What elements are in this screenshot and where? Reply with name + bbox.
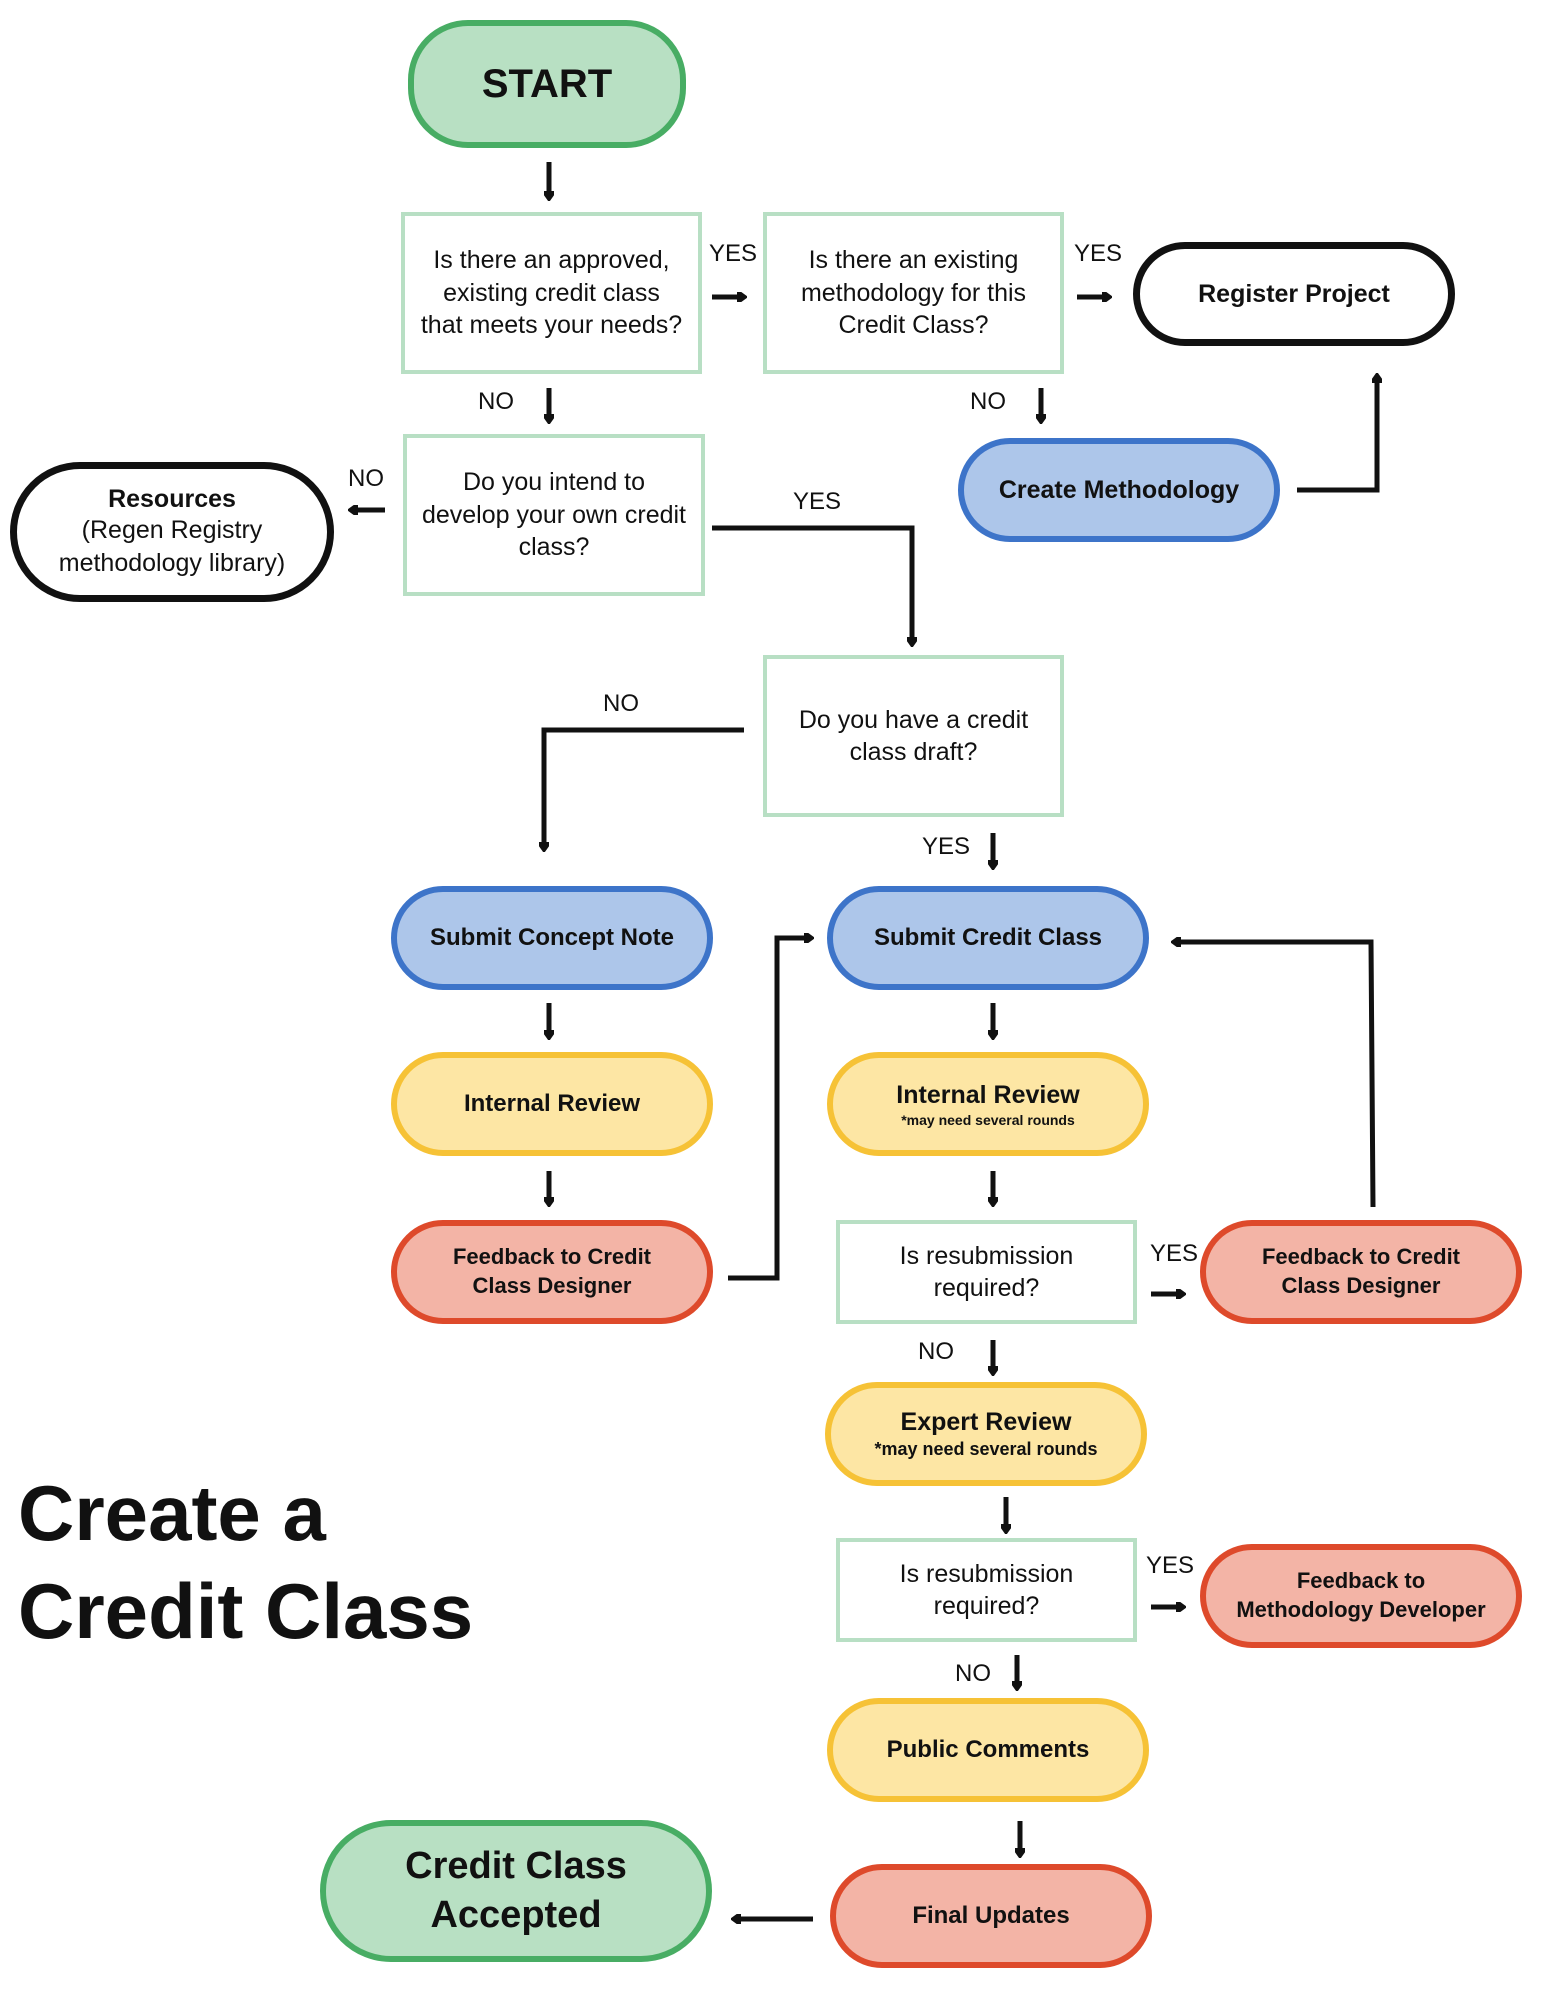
submit-concept-note-node: Submit Concept Note <box>391 886 713 990</box>
label-no-methodology: NO <box>970 388 1006 415</box>
feedback-methodology-node: Feedback to Methodology Developer <box>1200 1544 1522 1648</box>
label-no-resubmit-1: NO <box>918 1338 954 1365</box>
label-no-resubmit-2: NO <box>955 1660 991 1687</box>
label-yes-draft: YES <box>922 833 971 860</box>
decision-draft-label: Do you have a credit class draft? <box>798 705 1029 767</box>
create-methodology-node: Create Methodology <box>958 438 1280 542</box>
internal-review-right-note: *may need several rounds <box>901 1111 1075 1128</box>
label-yes-resubmit-2: YES <box>1146 1552 1195 1579</box>
public-comments-label: Public Comments <box>886 1736 1090 1763</box>
arrow-feedback-right-to-credit <box>1175 942 1376 1208</box>
accepted-label: Credit Class Accepted <box>405 1844 627 1936</box>
register-project-label: Register Project <box>1198 279 1390 308</box>
submit-concept-label: Submit Concept Note <box>430 924 674 951</box>
label-yes-resubmit-1: YES <box>1150 1240 1199 1267</box>
decision-resubmission-1: Is resubmission required? <box>836 1220 1137 1324</box>
decision-existing-methodology: Is there an existing methodology for thi… <box>763 212 1064 374</box>
resources-title: Resources <box>108 485 236 513</box>
submit-credit-label: Submit Credit Class <box>873 924 1103 951</box>
submit-credit-class-node: Submit Credit Class <box>827 886 1149 990</box>
feedback-left-node: Feedback to Credit Class Designer <box>391 1220 713 1324</box>
expert-review-node: Expert Review *may need several rounds <box>825 1382 1147 1486</box>
register-project-node: Register Project <box>1133 242 1455 346</box>
decision-resubmission-2-label: Is resubmission required? <box>899 1559 1074 1621</box>
public-comments-node: Public Comments <box>827 1698 1149 1802</box>
resources-node: Resources (Regen Registry methodology li… <box>10 462 334 602</box>
label-yes-develop: YES <box>793 488 842 515</box>
internal-review-right-node: Internal Review *may need several rounds <box>827 1052 1149 1156</box>
feedback-left-label: Feedback to Credit Class Designer <box>452 1244 652 1298</box>
internal-review-right-label: Internal Review <box>896 1080 1080 1109</box>
internal-review-left-node: Internal Review <box>391 1052 713 1156</box>
decision-resubmission-2: Is resubmission required? <box>836 1538 1137 1642</box>
final-updates-node: Final Updates <box>830 1864 1152 1968</box>
page-title: Create a Credit Class <box>18 1469 474 1655</box>
credit-class-accepted-node: Credit Class Accepted <box>320 1820 712 1962</box>
arrow-develop-yes <box>712 525 912 643</box>
arrow-methodology-to-register <box>1297 377 1377 493</box>
decision-approved-label: Is there an approved, existing credit cl… <box>420 246 683 340</box>
internal-review-left-label: Internal Review <box>463 1090 641 1117</box>
create-methodology-label: Create Methodology <box>998 475 1240 504</box>
expert-review-label: Expert Review <box>900 1408 1072 1436</box>
label-yes-methodology: YES <box>1074 240 1123 267</box>
feedback-right-label: Feedback to Credit Class Designer <box>1261 1244 1461 1298</box>
arrow-draft-no <box>544 727 744 848</box>
decision-develop-own: Do you intend to develop your own credit… <box>403 434 705 596</box>
expert-review-note: *may need several rounds <box>874 1439 1098 1459</box>
final-updates-label: Final Updates <box>912 1902 1070 1929</box>
start-node: START <box>408 20 686 148</box>
decision-develop-label: Do you intend to develop your own credit… <box>421 468 687 562</box>
label-no-develop: NO <box>348 465 384 492</box>
label-yes-approved: YES <box>709 240 758 267</box>
decision-credit-class-draft: Do you have a credit class draft? <box>763 655 1064 817</box>
label-no-draft: NO <box>603 690 639 717</box>
arrow-feedback-to-credit <box>728 938 810 1281</box>
decision-resubmission-1-label: Is resubmission required? <box>899 1241 1074 1303</box>
decision-methodology-label: Is there an existing methodology for thi… <box>800 246 1027 340</box>
resources-desc: (Regen Registry methodology library) <box>58 516 286 577</box>
feedback-right-node: Feedback to Credit Class Designer <box>1200 1220 1522 1324</box>
feedback-methodology-label: Feedback to Methodology Developer <box>1236 1568 1486 1622</box>
start-label: START <box>481 61 613 106</box>
decision-approved-credit-class: Is there an approved, existing credit cl… <box>401 212 702 374</box>
label-no-approved: NO <box>478 388 514 415</box>
